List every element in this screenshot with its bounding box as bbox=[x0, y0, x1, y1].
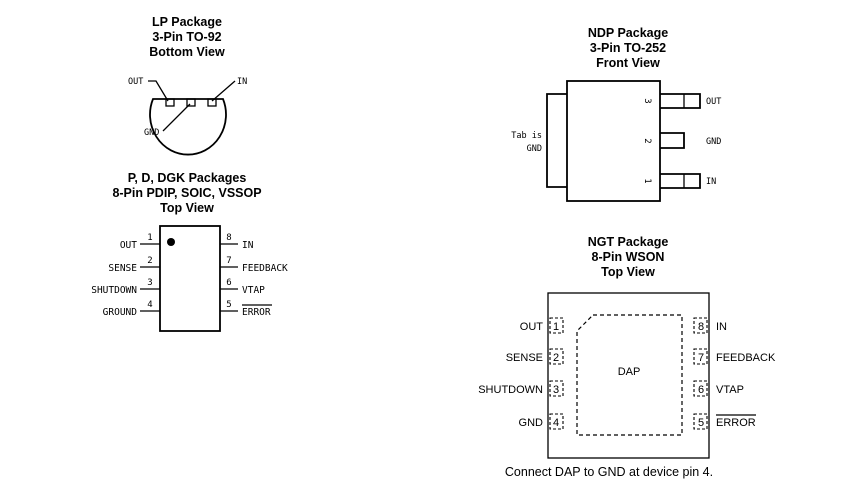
pdd-pin-4-number: 4 bbox=[147, 300, 152, 310]
ngt-pin-4-number: 4 bbox=[553, 417, 559, 429]
ngt-pin-4-label: GND bbox=[519, 417, 544, 429]
pdd-title-line-1: P, D, DGK Packages bbox=[128, 171, 247, 185]
pdd-pin-4-label: GROUND bbox=[103, 307, 138, 318]
ndp-pin-1-number: 1 bbox=[642, 178, 652, 183]
ngt-pin-3-label: SHUTDOWN bbox=[478, 384, 543, 396]
ndp-pin-2-number: 2 bbox=[642, 138, 652, 143]
ngt-title-line-2: 8-Pin WSON bbox=[592, 250, 665, 264]
lp-title-line-3: Bottom View bbox=[149, 45, 225, 59]
ngt-pin-2-number: 2 bbox=[553, 352, 559, 364]
lp-pin-out-label: OUT bbox=[128, 77, 143, 87]
pdd-pin-8-number: 8 bbox=[226, 233, 231, 243]
dap-note: Connect DAP to GND at device pin 4. bbox=[505, 465, 713, 479]
pdd-package: P, D, DGK Packages 8-Pin PDIP, SOIC, VSS… bbox=[91, 171, 288, 332]
pdd-title-line-3: Top View bbox=[160, 201, 214, 215]
ngt-pin-7-label: FEEDBACK bbox=[716, 352, 776, 364]
pdd-pin-1-number: 1 bbox=[147, 233, 152, 243]
ndp-title-line-2: 3-Pin TO-252 bbox=[590, 41, 666, 55]
lp-title-line-1: LP Package bbox=[152, 15, 222, 29]
pdd-pin-3-number: 3 bbox=[147, 278, 152, 288]
ndp-pin-3-number: 3 bbox=[642, 98, 652, 103]
lp-pin-in-label: IN bbox=[237, 77, 247, 87]
ndp-pin-3-label: OUT bbox=[706, 97, 721, 107]
to92-body bbox=[149, 98, 227, 156]
ndp-title-line-1: NDP Package bbox=[588, 26, 668, 40]
ngt-pin-6-number: 6 bbox=[698, 384, 704, 396]
pdd-pin-6-label: VTAP bbox=[242, 285, 265, 296]
wson-body bbox=[547, 292, 710, 459]
pdd-pin-5-number: 5 bbox=[226, 300, 231, 310]
ngt-pin-8-label: IN bbox=[716, 321, 727, 333]
to252-body bbox=[546, 80, 701, 202]
pdd-pin-5-label: ERROR bbox=[242, 307, 271, 318]
ngt-package: NGT Package 8-Pin WSON Top View DAP 1 2 … bbox=[478, 235, 776, 479]
pdd-pin-3-label: SHUTDOWN bbox=[91, 285, 137, 296]
dip-body bbox=[140, 225, 238, 332]
ngt-pin-5-number: 5 bbox=[698, 417, 704, 429]
ngt-pin-1-number: 1 bbox=[553, 321, 559, 333]
pdd-pin-2-label: SENSE bbox=[108, 263, 137, 274]
ngt-pin-5-label: ERROR bbox=[716, 417, 756, 429]
lp-title-line-2: 3-Pin TO-92 bbox=[152, 30, 221, 44]
ndp-tab-note-line-2: GND bbox=[527, 144, 542, 154]
pdd-title-line-2: 8-Pin PDIP, SOIC, VSSOP bbox=[112, 186, 261, 200]
pdd-pin-7-label: FEEDBACK bbox=[242, 263, 288, 274]
ndp-package: NDP Package 3-Pin TO-252 Front View Tab … bbox=[511, 26, 721, 202]
ndp-pin-2-label: GND bbox=[706, 137, 721, 147]
pin1-dot bbox=[167, 238, 175, 246]
dap-outline bbox=[576, 314, 683, 436]
ndp-pin-1-label: IN bbox=[706, 177, 716, 187]
ngt-pin-7-number: 7 bbox=[698, 352, 704, 364]
pdd-pin-6-number: 6 bbox=[226, 278, 231, 288]
ngt-pin-1-label: OUT bbox=[520, 321, 544, 333]
ndp-title-line-3: Front View bbox=[596, 56, 660, 70]
ndp-tab-note-line-1: Tab is bbox=[511, 131, 542, 141]
dap-label: DAP bbox=[618, 366, 641, 378]
ngt-pin-2-label: SENSE bbox=[506, 352, 543, 364]
ngt-title-line-1: NGT Package bbox=[588, 235, 669, 249]
pdd-pin-1-label: OUT bbox=[120, 240, 137, 251]
pdd-pin-7-number: 7 bbox=[226, 256, 231, 266]
pdd-pin-2-number: 2 bbox=[147, 256, 152, 266]
pdd-pin-8-label: IN bbox=[242, 240, 254, 251]
ngt-pin-8-number: 8 bbox=[698, 321, 704, 333]
ngt-pin-3-number: 3 bbox=[553, 384, 559, 396]
ngt-pin-6-label: VTAP bbox=[716, 384, 744, 396]
lp-package: LP Package 3-Pin TO-92 Bottom View OUT I… bbox=[128, 15, 247, 156]
lp-pin-gnd-label: GND bbox=[144, 128, 159, 138]
ngt-title-line-3: Top View bbox=[601, 265, 655, 279]
